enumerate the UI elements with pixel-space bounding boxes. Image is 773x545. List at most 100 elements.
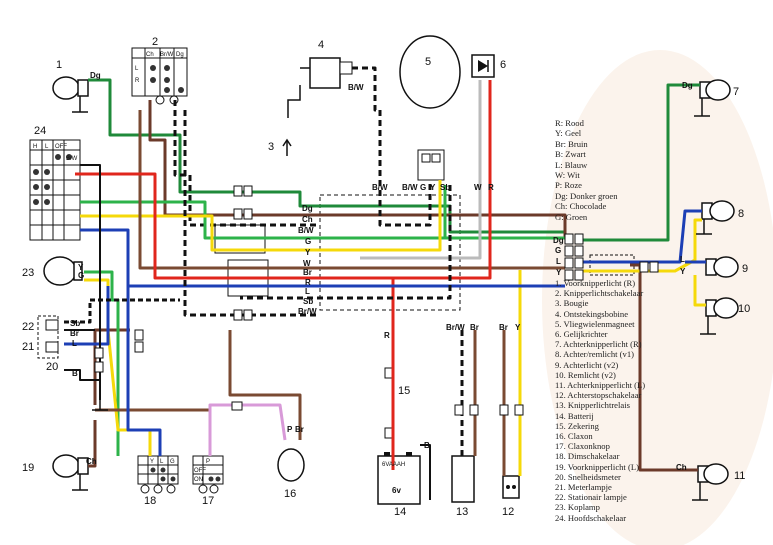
wire-label-b-20: B <box>72 369 78 378</box>
wire-label-w-6: W <box>474 183 482 192</box>
legend-component-item: 17. Claxonknop <box>555 441 610 452</box>
wire-label-h-r: R <box>305 278 311 287</box>
num-13: 13 <box>456 506 468 518</box>
num-12: 12 <box>502 506 514 518</box>
wire-label-b-14: B <box>424 441 430 450</box>
ignition-coil <box>287 57 353 118</box>
num-11: 11 <box>734 470 745 482</box>
wire-label-dg-7: Dg <box>682 81 693 90</box>
wire-label-br-13: Br <box>470 323 479 332</box>
wire-label-r-l2: L <box>680 255 685 264</box>
wire-label-h-g: G <box>305 237 311 246</box>
switch2-row-l: L <box>135 66 139 72</box>
legend-component-item: 9. Achterlicht (v2) <box>555 359 619 370</box>
wire-label-sb-22: Sb <box>70 319 80 328</box>
legend-component-item: 18. Dimschakelaar <box>555 451 620 462</box>
switch24-col-h: H <box>33 144 37 150</box>
legend-color-item: L: Blauw <box>555 159 588 170</box>
legend-component-item: 7. Achterknipperlicht (R) <box>555 339 642 350</box>
wire-label-h-sb: Sb <box>303 297 313 306</box>
rear-stop-switch <box>502 475 520 499</box>
switch24-col-l: L <box>45 144 49 150</box>
flasher-relay <box>451 455 475 503</box>
switch18-g: G <box>170 459 175 465</box>
horn <box>277 448 305 482</box>
switch24-bw: B/W <box>66 156 78 162</box>
battery-label: 6VAAAH <box>382 462 405 468</box>
wire-label-br-21: Br <box>70 329 79 338</box>
battery-voltage: 6v <box>392 486 401 495</box>
switch17-on: ON <box>194 477 203 483</box>
wire-label-br-12: Br <box>499 323 508 332</box>
switch2-col-ch: Ch <box>146 52 154 58</box>
legend-color-item: G: Groen <box>555 211 588 222</box>
legend-component-item: 22. Stationair lampje <box>555 492 627 503</box>
legend-component-item: 3. Bougie <box>555 298 589 309</box>
num-22: 22 <box>22 321 34 333</box>
spark-plug <box>282 138 292 156</box>
wire-label-r-y2: Y <box>680 267 686 276</box>
wire-label-r-y: Y <box>556 268 562 277</box>
num-19: 19 <box>22 462 34 474</box>
legend-color-item: Ch: Chocolade <box>555 201 607 212</box>
switch18-l: L <box>160 459 164 465</box>
tail-light-v2 <box>705 256 739 278</box>
legend-component-item: 11. Achterknipperlicht (L) <box>555 380 646 391</box>
legend-color-item: P: Roze <box>555 180 582 191</box>
legend-color-item: Dg: Donker groen <box>555 190 618 201</box>
battery <box>377 452 421 505</box>
wire-label-h-ch: Ch <box>302 215 313 224</box>
num-4: 4 <box>318 39 324 51</box>
wire-label-l-21: L <box>72 339 77 348</box>
wire-label-bw-5: B/W <box>402 183 418 192</box>
num-1: 1 <box>56 59 62 71</box>
legend-component-item: 2. Knipperlichtschakelaar <box>555 288 644 299</box>
front-indicator-left <box>52 454 89 491</box>
legend-color-item: Y: Geel <box>555 128 582 139</box>
num-23: 23 <box>22 267 34 279</box>
horn-button <box>192 455 224 494</box>
wire-label-brw-13: Br/W <box>446 323 465 332</box>
wire-label-y-23: Y <box>78 263 84 272</box>
switch2-col-brw: Br/W <box>160 52 174 58</box>
wire-label-r-dg: Dg <box>553 236 564 245</box>
legend-component-item: 1. Voorknipperlicht (R) <box>555 278 636 288</box>
legend-color-item: R: Rood <box>555 118 584 128</box>
speedometer <box>37 315 59 359</box>
front-indicator-right <box>52 76 89 113</box>
wire-label-g-5: G <box>420 183 426 192</box>
legend-component-item: 6. Gelijkrichter <box>555 329 608 340</box>
wires <box>64 66 706 500</box>
wire-labels: Dg Dg B/W B/W B/W G Y Sb W R Dg Ch B/W G… <box>33 52 693 495</box>
legend-component-item: 13. Knipperlichtrelais <box>555 400 630 411</box>
color-code-legend: R: Rood Y: Geel Br: Bruin B: Zwart L: Bl… <box>555 118 618 222</box>
legend-component-item: 20. Snelheidsmeter <box>555 471 621 482</box>
num-6: 6 <box>500 59 506 71</box>
brake-light-v2 <box>700 297 739 335</box>
legend-component-item: 10. Remlicht (v2) <box>555 369 616 380</box>
legend-component-item: 21. Meterlampje <box>555 482 612 493</box>
num-9: 9 <box>742 263 748 275</box>
rectifier <box>471 54 495 78</box>
rear-indicator-left <box>692 463 729 501</box>
wire-label-p-16: P <box>287 425 293 434</box>
wire-label-y-12: Y <box>515 323 521 332</box>
rear-indicator-right <box>694 79 731 117</box>
wire-label-sb-5: Sb <box>440 183 450 192</box>
tail-brake-light-v1 <box>701 200 735 222</box>
component-legend: 1. Voorknipperlicht (R) 2. Knipperlichts… <box>555 278 645 523</box>
wire-label-h-br: Br <box>303 268 312 277</box>
dimmer-switch <box>137 455 179 494</box>
num-18: 18 <box>144 495 156 507</box>
legend-component-item: 15. Zekering <box>555 420 599 431</box>
wire-label-dg-1: Dg <box>90 71 101 80</box>
num-3: 3 <box>268 141 274 153</box>
wire-label-h-brw: Br/W <box>298 307 317 316</box>
switch17-p: P <box>206 459 210 465</box>
wire-label-bw-mid: B/W <box>372 183 388 192</box>
headlamp <box>43 256 83 286</box>
flywheel-magneto <box>399 35 461 181</box>
switch18-y: Y <box>150 459 154 465</box>
switch17-off: OFF <box>194 468 206 474</box>
